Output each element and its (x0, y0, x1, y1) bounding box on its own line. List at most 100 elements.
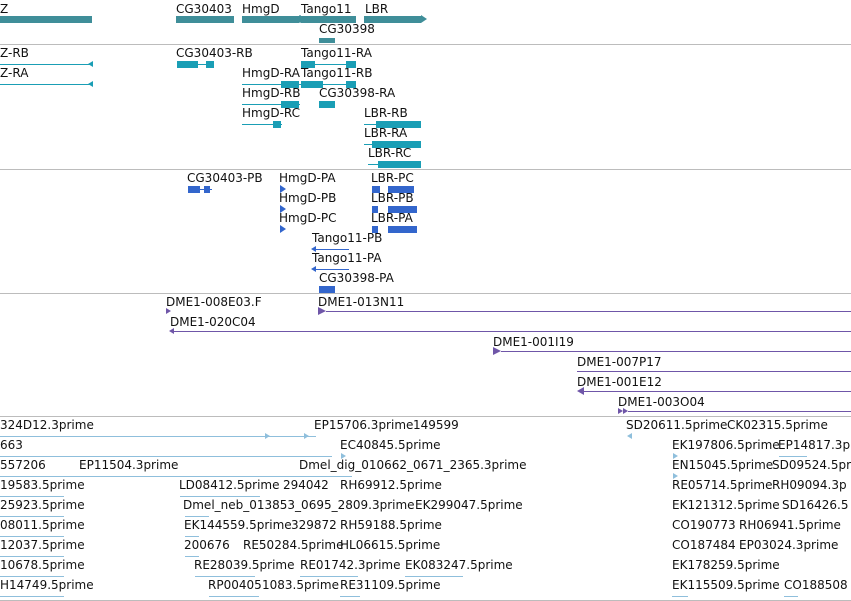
gene-label: CG30398 (319, 22, 375, 36)
polypeptide-segment[interactable] (388, 206, 417, 213)
polypeptide-segment[interactable] (372, 226, 378, 233)
est-alignment[interactable] (185, 536, 199, 537)
polypeptide-segment[interactable] (204, 186, 210, 193)
est-alignment[interactable] (405, 576, 463, 577)
est-label: 324D12.3prime (0, 418, 94, 432)
strand-arrow-icon (166, 308, 171, 314)
track-divider (0, 416, 851, 417)
polypeptide-segment[interactable] (372, 186, 380, 193)
est-alignment[interactable] (0, 476, 352, 477)
transcript-label: LBR-RC (368, 146, 412, 160)
transcript-intron (315, 64, 351, 65)
est-alignment[interactable] (0, 436, 316, 437)
est-alignment[interactable] (0, 516, 64, 517)
gene-feature[interactable] (364, 16, 421, 23)
bac-clone[interactable] (628, 411, 851, 412)
est-alignment[interactable] (185, 516, 209, 517)
est-label: EC40845.5prime (340, 438, 441, 452)
gene-feature[interactable] (301, 16, 356, 23)
strand-arrow-icon (88, 61, 93, 67)
polypeptide-segment[interactable] (372, 206, 378, 213)
transcript-exon[interactable] (378, 161, 421, 168)
transcript-exon[interactable] (301, 61, 315, 68)
bac-clone[interactable] (501, 351, 851, 352)
est-label: HL06615.5prime (340, 538, 441, 552)
est-label: EK115509.5prime (672, 578, 780, 592)
est-alignment[interactable] (195, 576, 255, 577)
transcript-intron (0, 84, 92, 85)
bac-label: DME1-003O04 (618, 395, 705, 409)
est-alignment[interactable] (0, 596, 64, 597)
gene-label: CG30403 (176, 2, 232, 16)
transcript-exon[interactable] (301, 81, 323, 88)
transcript-exon[interactable] (273, 121, 281, 128)
est-label: 08011.5prime (0, 518, 85, 532)
polypeptide-segment[interactable] (188, 186, 200, 193)
strand-arrow-icon (311, 266, 316, 272)
transcript-exon[interactable] (281, 101, 299, 108)
gene-feature[interactable] (176, 16, 234, 23)
est-label: 12037.5prime (0, 538, 85, 552)
polypeptide-label: Tango11-PB (312, 231, 383, 245)
bac-clone[interactable] (326, 311, 851, 312)
transcript-intron (0, 64, 92, 65)
est-label: 663 (0, 438, 23, 452)
est-alignment[interactable] (180, 496, 260, 497)
est-alignment[interactable] (340, 596, 360, 597)
est-label: Dmel_dig_010662_0671_2365.3prime (299, 458, 527, 472)
gene-feature[interactable] (319, 38, 335, 43)
est-label: CO188508 (784, 578, 848, 592)
est-label: 19583.5prime (0, 478, 85, 492)
est-label: EK083247.5prime (405, 558, 513, 572)
gene-label: LBR (365, 2, 389, 16)
transcript-exon[interactable] (346, 81, 356, 88)
bac-clone[interactable] (172, 331, 851, 332)
est-alignment[interactable] (0, 496, 64, 497)
transcript-label: LBR-RA (364, 126, 408, 140)
transcript-exon[interactable] (372, 141, 421, 148)
est-alignment[interactable] (779, 456, 807, 457)
gene-feature[interactable] (242, 16, 299, 23)
est-alignment[interactable] (209, 596, 259, 597)
transcript-exon[interactable] (206, 61, 214, 68)
strand-arrow-icon (280, 205, 286, 213)
bac-clone[interactable] (584, 391, 851, 392)
bac-clone[interactable] (577, 371, 851, 372)
strand-arrow-icon (341, 453, 346, 459)
polypeptide-link (313, 269, 349, 270)
polypeptide-label: LBR-PB (371, 191, 414, 205)
transcript-exon[interactable] (319, 101, 335, 108)
est-alignment[interactable] (0, 456, 332, 457)
est-label: RP00405 (208, 578, 262, 592)
transcript-intron (242, 104, 300, 105)
transcript-label: Z-RB (0, 46, 29, 60)
est-alignment[interactable] (185, 556, 199, 557)
est-alignment[interactable] (300, 576, 358, 577)
track-divider (0, 293, 851, 294)
gene-label: Z (0, 2, 9, 16)
est-alignment[interactable] (0, 576, 64, 577)
est-label: RH06941.5prime (739, 518, 841, 532)
polypeptide-label: Tango11-PA (312, 251, 382, 265)
gene-feature[interactable] (0, 16, 92, 23)
polypeptide-segment[interactable] (319, 286, 335, 293)
strand-arrow-icon (673, 473, 678, 479)
est-label: RE50284.5prime (243, 538, 344, 552)
transcript-exon[interactable] (376, 121, 421, 128)
est-label: 200676 (184, 538, 230, 552)
transcript-exon[interactable] (281, 81, 299, 88)
est-alignment[interactable] (0, 556, 64, 557)
est-alignment[interactable] (672, 596, 688, 597)
est-alignment[interactable] (0, 536, 64, 537)
est-label: EP14817.3p (778, 438, 851, 452)
transcript-exon[interactable] (346, 61, 356, 68)
transcript-exon[interactable] (177, 61, 198, 68)
transcript-intron (368, 164, 382, 165)
est-alignment[interactable] (784, 596, 798, 597)
est-label: 1083.5prime (262, 578, 339, 592)
polypeptide-segment[interactable] (388, 186, 414, 193)
polypeptide-segment[interactable] (388, 226, 417, 233)
strand-arrow-icon (421, 15, 427, 23)
strand-arrow-icon (577, 387, 584, 395)
